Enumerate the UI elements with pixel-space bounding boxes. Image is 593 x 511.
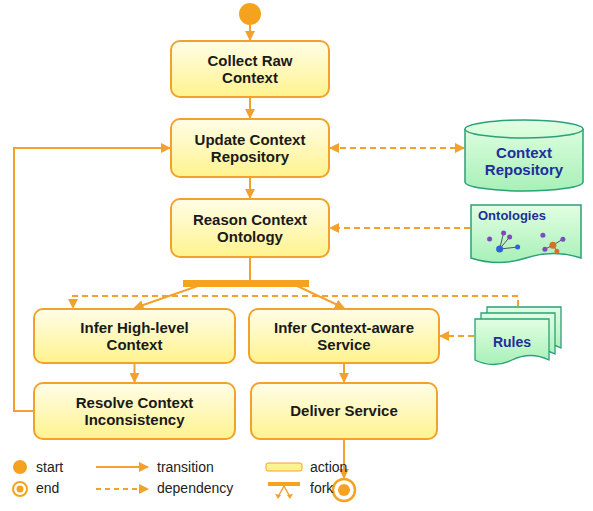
action-label: Update Context Repository [185, 131, 315, 166]
legend-start-sample [13, 460, 27, 474]
network-node [501, 231, 506, 236]
transition-arrow [343, 364, 345, 382]
legend-fork-head [275, 494, 281, 499]
dependency-arrow [330, 147, 464, 149]
network-node [554, 249, 559, 254]
legend-label: end [36, 480, 59, 496]
start-transition [249, 25, 251, 40]
action-box: Infer High-level Context [33, 308, 236, 364]
legend-end-dot [17, 486, 24, 493]
network-node [515, 245, 520, 250]
edge-group [14, 98, 518, 411]
network-node [542, 247, 547, 252]
network-node [549, 242, 556, 249]
action-label: Deliver Service [290, 402, 398, 419]
cylinder-body [465, 120, 583, 191]
action-label: Resolve Context Inconsistency [45, 394, 225, 429]
network-node [496, 246, 503, 253]
action-label: Infer Context-aware Service [256, 319, 432, 354]
legend-label: action [310, 459, 347, 475]
action-label: Infer High-level Context [55, 319, 215, 354]
transition-arrow [134, 364, 136, 382]
action-box: Resolve Context Inconsistency [33, 382, 236, 440]
transition-arrow [249, 98, 251, 118]
resource-label: Rules [493, 334, 531, 350]
end-ring [333, 479, 355, 501]
legend-entry: dependency [157, 480, 233, 496]
network-node [560, 237, 565, 242]
legend-fork-head [287, 494, 293, 499]
dependency-arrow [440, 335, 474, 337]
end-dot [338, 484, 350, 496]
resource-label: Context Repository [474, 144, 574, 179]
fork-bar [183, 280, 309, 287]
action-label: Collect Raw Context [195, 52, 305, 87]
network-node [487, 237, 492, 242]
network-icon [487, 231, 520, 253]
repository-cylinder: Context Repository [464, 120, 584, 192]
ontology-document: Ontologies [470, 204, 582, 266]
legend-dependency-sample [96, 488, 148, 490]
start-dot [239, 3, 261, 25]
legend-end-ring [13, 482, 27, 496]
transition-arrow [14, 148, 170, 411]
network-node [507, 235, 512, 240]
legend-fork-bar [268, 482, 300, 486]
dependency-arrow [330, 227, 470, 229]
legend-label: transition [157, 459, 214, 475]
network-icon [540, 233, 565, 254]
action-box: Collect Raw Context [170, 40, 330, 98]
action-box: Update Context Repository [170, 118, 330, 178]
action-box: Deliver Service [250, 382, 438, 440]
legend-entry: transition [157, 459, 214, 475]
legend-label: start [36, 459, 63, 475]
rules-document-stack: Rules [474, 306, 562, 368]
legend-entry: fork [310, 480, 333, 496]
legend-action-sample [266, 463, 302, 471]
action-box: Infer Context-aware Service [248, 308, 440, 364]
document-sheet [471, 205, 581, 263]
legend-label: fork [310, 480, 333, 496]
dependency-arrow [73, 296, 518, 308]
legend-transition-sample [96, 466, 148, 468]
legend-entry: end [36, 480, 59, 496]
resource-label: Ontologies [478, 209, 546, 224]
action-box: Reason Context Ontology [170, 198, 330, 258]
legend-label: dependency [157, 480, 233, 496]
network-node [540, 233, 545, 238]
action-label: Reason Context Ontology [185, 211, 315, 246]
legend-entry: action [310, 459, 347, 475]
document-sheet [475, 319, 549, 365]
cylinder-rim [465, 129, 583, 138]
transition-arrow [249, 178, 251, 198]
legend-entry: start [36, 459, 63, 475]
